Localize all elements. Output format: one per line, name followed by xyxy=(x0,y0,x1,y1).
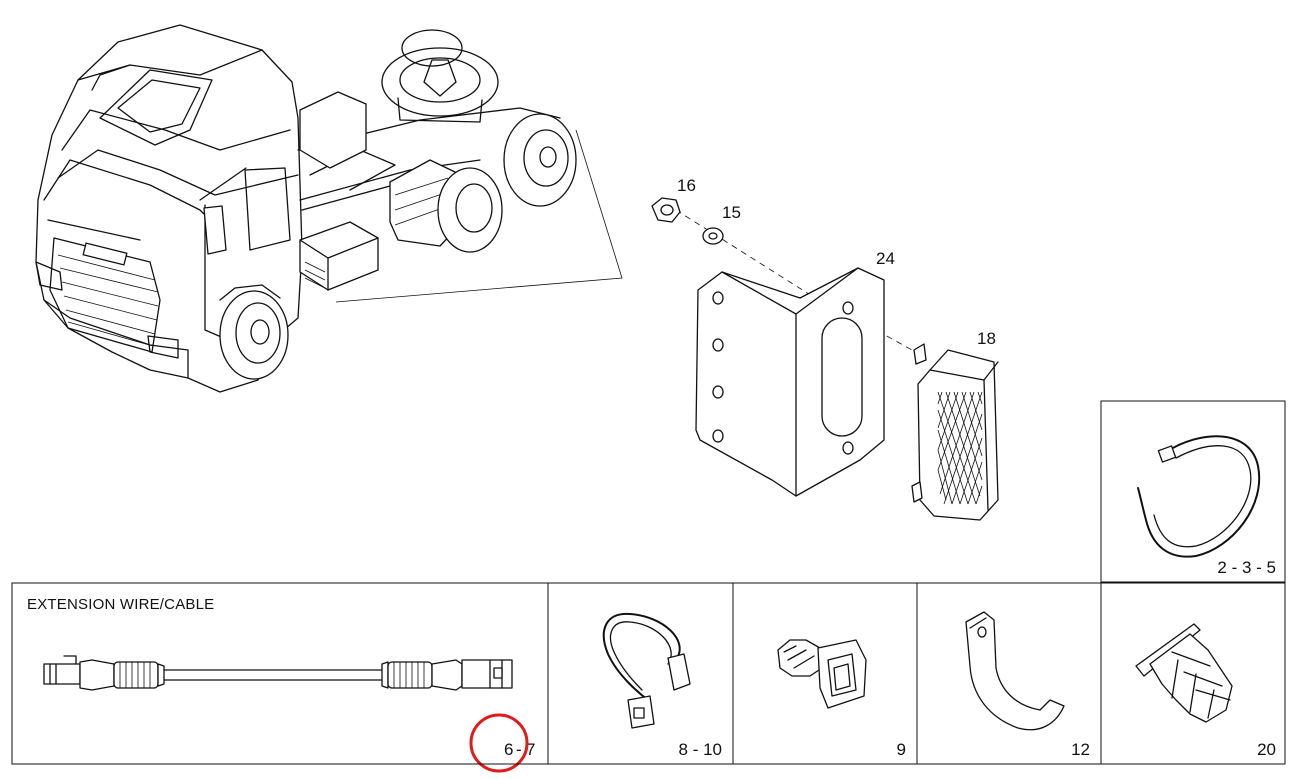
panel-extension-cable: EXTENSION WIRE/CABLE 6 - 7 xyxy=(11,582,549,773)
fifth-wheel xyxy=(381,29,499,123)
exploded-detail: 16 15 24 xyxy=(651,176,999,521)
rear-wheels xyxy=(437,113,577,253)
panel-push-rivet: 9 xyxy=(732,582,918,765)
reflector-18 xyxy=(911,343,999,521)
callout-16: 16 xyxy=(677,176,696,195)
panel-grommet-number: 20 xyxy=(1257,740,1276,759)
extension-cable-number-sep: - xyxy=(516,740,522,759)
panel-hose-clamp: 8 - 10 xyxy=(547,582,734,765)
extension-cable-title: EXTENSION WIRE/CABLE xyxy=(27,596,214,613)
callout-18: 18 xyxy=(977,329,996,348)
reflector-hatch xyxy=(937,391,983,505)
truck-illustration xyxy=(35,24,623,393)
front-wheel xyxy=(219,284,289,380)
callout-15: 15 xyxy=(722,203,741,222)
panel-bracket-clip: 12 xyxy=(916,582,1102,765)
extension-cable-drawing xyxy=(43,655,513,691)
extension-cable-number-7: 7 xyxy=(526,740,535,759)
panel-push-rivet-number: 9 xyxy=(897,740,906,759)
washer-15 xyxy=(702,227,724,245)
highlight-circle xyxy=(469,713,529,773)
panel-grommet: 20 xyxy=(1100,582,1286,765)
callout-24: 24 xyxy=(876,249,895,268)
panel-tie-wrap: 2 - 3 - 5 xyxy=(1100,400,1286,583)
panel-hose-clamp-number: 8 - 10 xyxy=(679,740,722,759)
bracket-24 xyxy=(695,267,885,497)
battery-box xyxy=(299,221,379,291)
extension-cable-number-6: 6 xyxy=(504,740,513,759)
panel-tie-wrap-number: 2 - 3 - 5 xyxy=(1217,558,1276,577)
nut-16 xyxy=(651,197,681,223)
panel-bracket-clip-number: 12 xyxy=(1071,740,1090,759)
